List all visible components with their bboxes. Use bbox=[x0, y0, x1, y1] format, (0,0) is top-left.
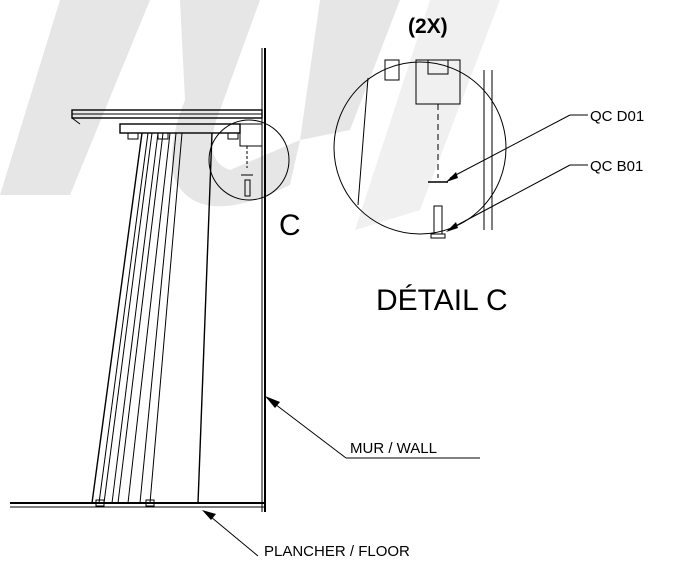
watermark bbox=[0, 0, 500, 230]
wall-label: MUR / WALL bbox=[350, 440, 437, 457]
top-plate bbox=[71, 109, 263, 140]
detail-view bbox=[333, 59, 507, 239]
leader-qc-b01 bbox=[446, 164, 588, 232]
part-label-qc-d01: QC D01 bbox=[590, 108, 644, 125]
detail-marker: C bbox=[279, 209, 301, 242]
part-label-qc-b01: QC B01 bbox=[590, 158, 643, 175]
wall-bracket bbox=[239, 123, 263, 197]
support-column bbox=[91, 132, 213, 507]
detail-circle-small bbox=[208, 119, 290, 201]
detail-title: DÉTAIL C bbox=[376, 284, 508, 317]
leader-wall bbox=[265, 396, 480, 459]
leader-floor bbox=[202, 510, 259, 557]
quantity-label: (2X) bbox=[408, 15, 448, 38]
leader-qc-d01 bbox=[446, 114, 588, 182]
floor bbox=[10, 502, 265, 508]
floor-label: PLANCHER / FLOOR bbox=[264, 543, 410, 560]
